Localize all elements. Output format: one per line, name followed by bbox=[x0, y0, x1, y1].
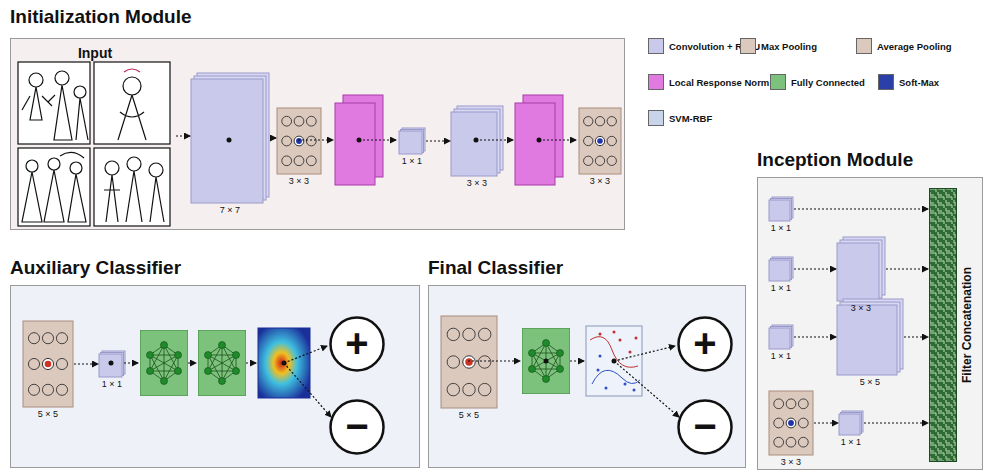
pool-shape bbox=[23, 321, 73, 407]
fully-connected bbox=[140, 330, 188, 396]
flow-arrow bbox=[814, 422, 838, 423]
kernel-size: 5 × 5 bbox=[860, 377, 880, 387]
fully-connected bbox=[198, 330, 246, 396]
pool-shape bbox=[441, 316, 497, 408]
fully-connected bbox=[522, 328, 570, 394]
output-sign: − bbox=[693, 406, 716, 446]
flow-arrow bbox=[886, 268, 928, 269]
center-dot bbox=[109, 138, 617, 366]
input-title: Input bbox=[78, 45, 112, 61]
output-circle: + bbox=[677, 316, 733, 372]
legend-text: Local Response Norm bbox=[669, 77, 769, 88]
conv-shape bbox=[769, 257, 793, 281]
legend-item: Average Pooling bbox=[856, 38, 952, 54]
output-sign: − bbox=[345, 406, 368, 446]
module-title: Final Classifier bbox=[428, 257, 563, 279]
kernel-size: 5 × 5 bbox=[38, 409, 58, 419]
flow-arrow bbox=[176, 135, 190, 136]
flow-arrow bbox=[794, 336, 836, 337]
kernel-size: 3 × 3 bbox=[590, 176, 610, 186]
legend-item: SVM-RBF bbox=[648, 110, 712, 126]
legend-swatch bbox=[648, 110, 664, 126]
conv-layer: 1 × 1 bbox=[769, 325, 793, 349]
kernel-size: 3 × 3 bbox=[851, 303, 871, 313]
legend-text: Average Pooling bbox=[877, 41, 952, 52]
flow-line bbox=[124, 140, 679, 417]
pooling-layer: 3 × 3 bbox=[579, 108, 621, 174]
pooling-layer: 5 × 5 bbox=[23, 321, 73, 407]
legend-item: Max Pooling bbox=[740, 38, 817, 54]
local-response-norm bbox=[335, 95, 563, 185]
legend-swatch bbox=[856, 38, 872, 54]
flow-arrow bbox=[270, 137, 276, 138]
module-panel: Inception Module1 × 11 × 13 × 31 × 15 × … bbox=[757, 177, 983, 470]
pooling-layer: 3 × 3 bbox=[769, 391, 813, 455]
pool-shape bbox=[579, 108, 621, 174]
legend-swatch bbox=[648, 74, 664, 90]
conv-shape bbox=[837, 237, 885, 301]
legend-item: Local Response Norm bbox=[648, 74, 769, 90]
kernel-size: 1 × 1 bbox=[771, 283, 791, 293]
concat-bar: Filter Concatenation bbox=[929, 188, 957, 462]
conv-layer: 1 × 1 bbox=[769, 257, 793, 281]
input-sketches bbox=[18, 62, 170, 226]
output-circle: + bbox=[329, 316, 385, 372]
legend-swatch bbox=[648, 38, 664, 54]
conv-layer: 1 × 1 bbox=[399, 128, 425, 154]
kernel-size: 1 × 1 bbox=[102, 379, 122, 389]
kernel-size: 1 × 1 bbox=[841, 437, 861, 447]
kernel-size: 3 × 3 bbox=[289, 176, 309, 186]
kernel-size: 5 × 5 bbox=[459, 410, 479, 420]
concat-shape bbox=[929, 188, 957, 462]
module-title: Inception Module bbox=[757, 149, 913, 171]
kernel-size: 1 × 1 bbox=[771, 223, 791, 233]
output-circle: − bbox=[329, 399, 385, 455]
legend-swatch bbox=[740, 38, 756, 54]
flow-arrow bbox=[74, 363, 98, 364]
kernel-size: 7 × 7 bbox=[220, 205, 240, 215]
conv-shape bbox=[769, 325, 793, 349]
kernel-size: 3 × 3 bbox=[781, 457, 801, 467]
flow-arrow bbox=[794, 208, 928, 209]
output-circle: − bbox=[677, 399, 733, 455]
legend-text: Fully Connected bbox=[791, 77, 865, 88]
legend-swatch bbox=[878, 74, 894, 90]
svm-rbf bbox=[586, 326, 642, 396]
legend-text: Max Pooling bbox=[761, 41, 817, 52]
module-title: Auxiliary Classifier bbox=[10, 257, 181, 279]
pooling-layer: 5 × 5 bbox=[441, 316, 497, 408]
conv-layer: 1 × 1 bbox=[769, 197, 793, 221]
legend-item: Soft-Max bbox=[878, 74, 939, 90]
soft-max bbox=[258, 328, 310, 398]
pool-shape bbox=[277, 108, 321, 174]
concat-label: Filter Concatenation bbox=[960, 267, 974, 383]
flow-arrow bbox=[864, 422, 928, 423]
conv-shape bbox=[769, 197, 793, 221]
conv-shape bbox=[839, 411, 863, 435]
conv-layer: 3 × 3 bbox=[837, 237, 885, 301]
pooling-layer: 3 × 3 bbox=[277, 108, 321, 174]
conv-shape bbox=[399, 128, 425, 154]
pool-shape bbox=[769, 391, 813, 455]
flow-arrow bbox=[904, 336, 928, 337]
flow-arrow bbox=[794, 268, 836, 269]
legend-item: Fully Connected bbox=[770, 74, 865, 90]
output-sign: + bbox=[693, 323, 716, 363]
kernel-size: 1 × 1 bbox=[771, 351, 791, 361]
module-title: Initialization Module bbox=[10, 6, 192, 28]
flow-arrow bbox=[426, 140, 450, 141]
legend-text: SVM-RBF bbox=[669, 113, 712, 124]
conv-layer: 1 × 1 bbox=[839, 411, 863, 435]
legend-swatch bbox=[770, 74, 786, 90]
legend-text: Soft-Max bbox=[899, 77, 939, 88]
output-sign: + bbox=[345, 323, 368, 363]
kernel-size: 3 × 3 bbox=[467, 178, 487, 188]
kernel-size: 1 × 1 bbox=[402, 156, 422, 166]
